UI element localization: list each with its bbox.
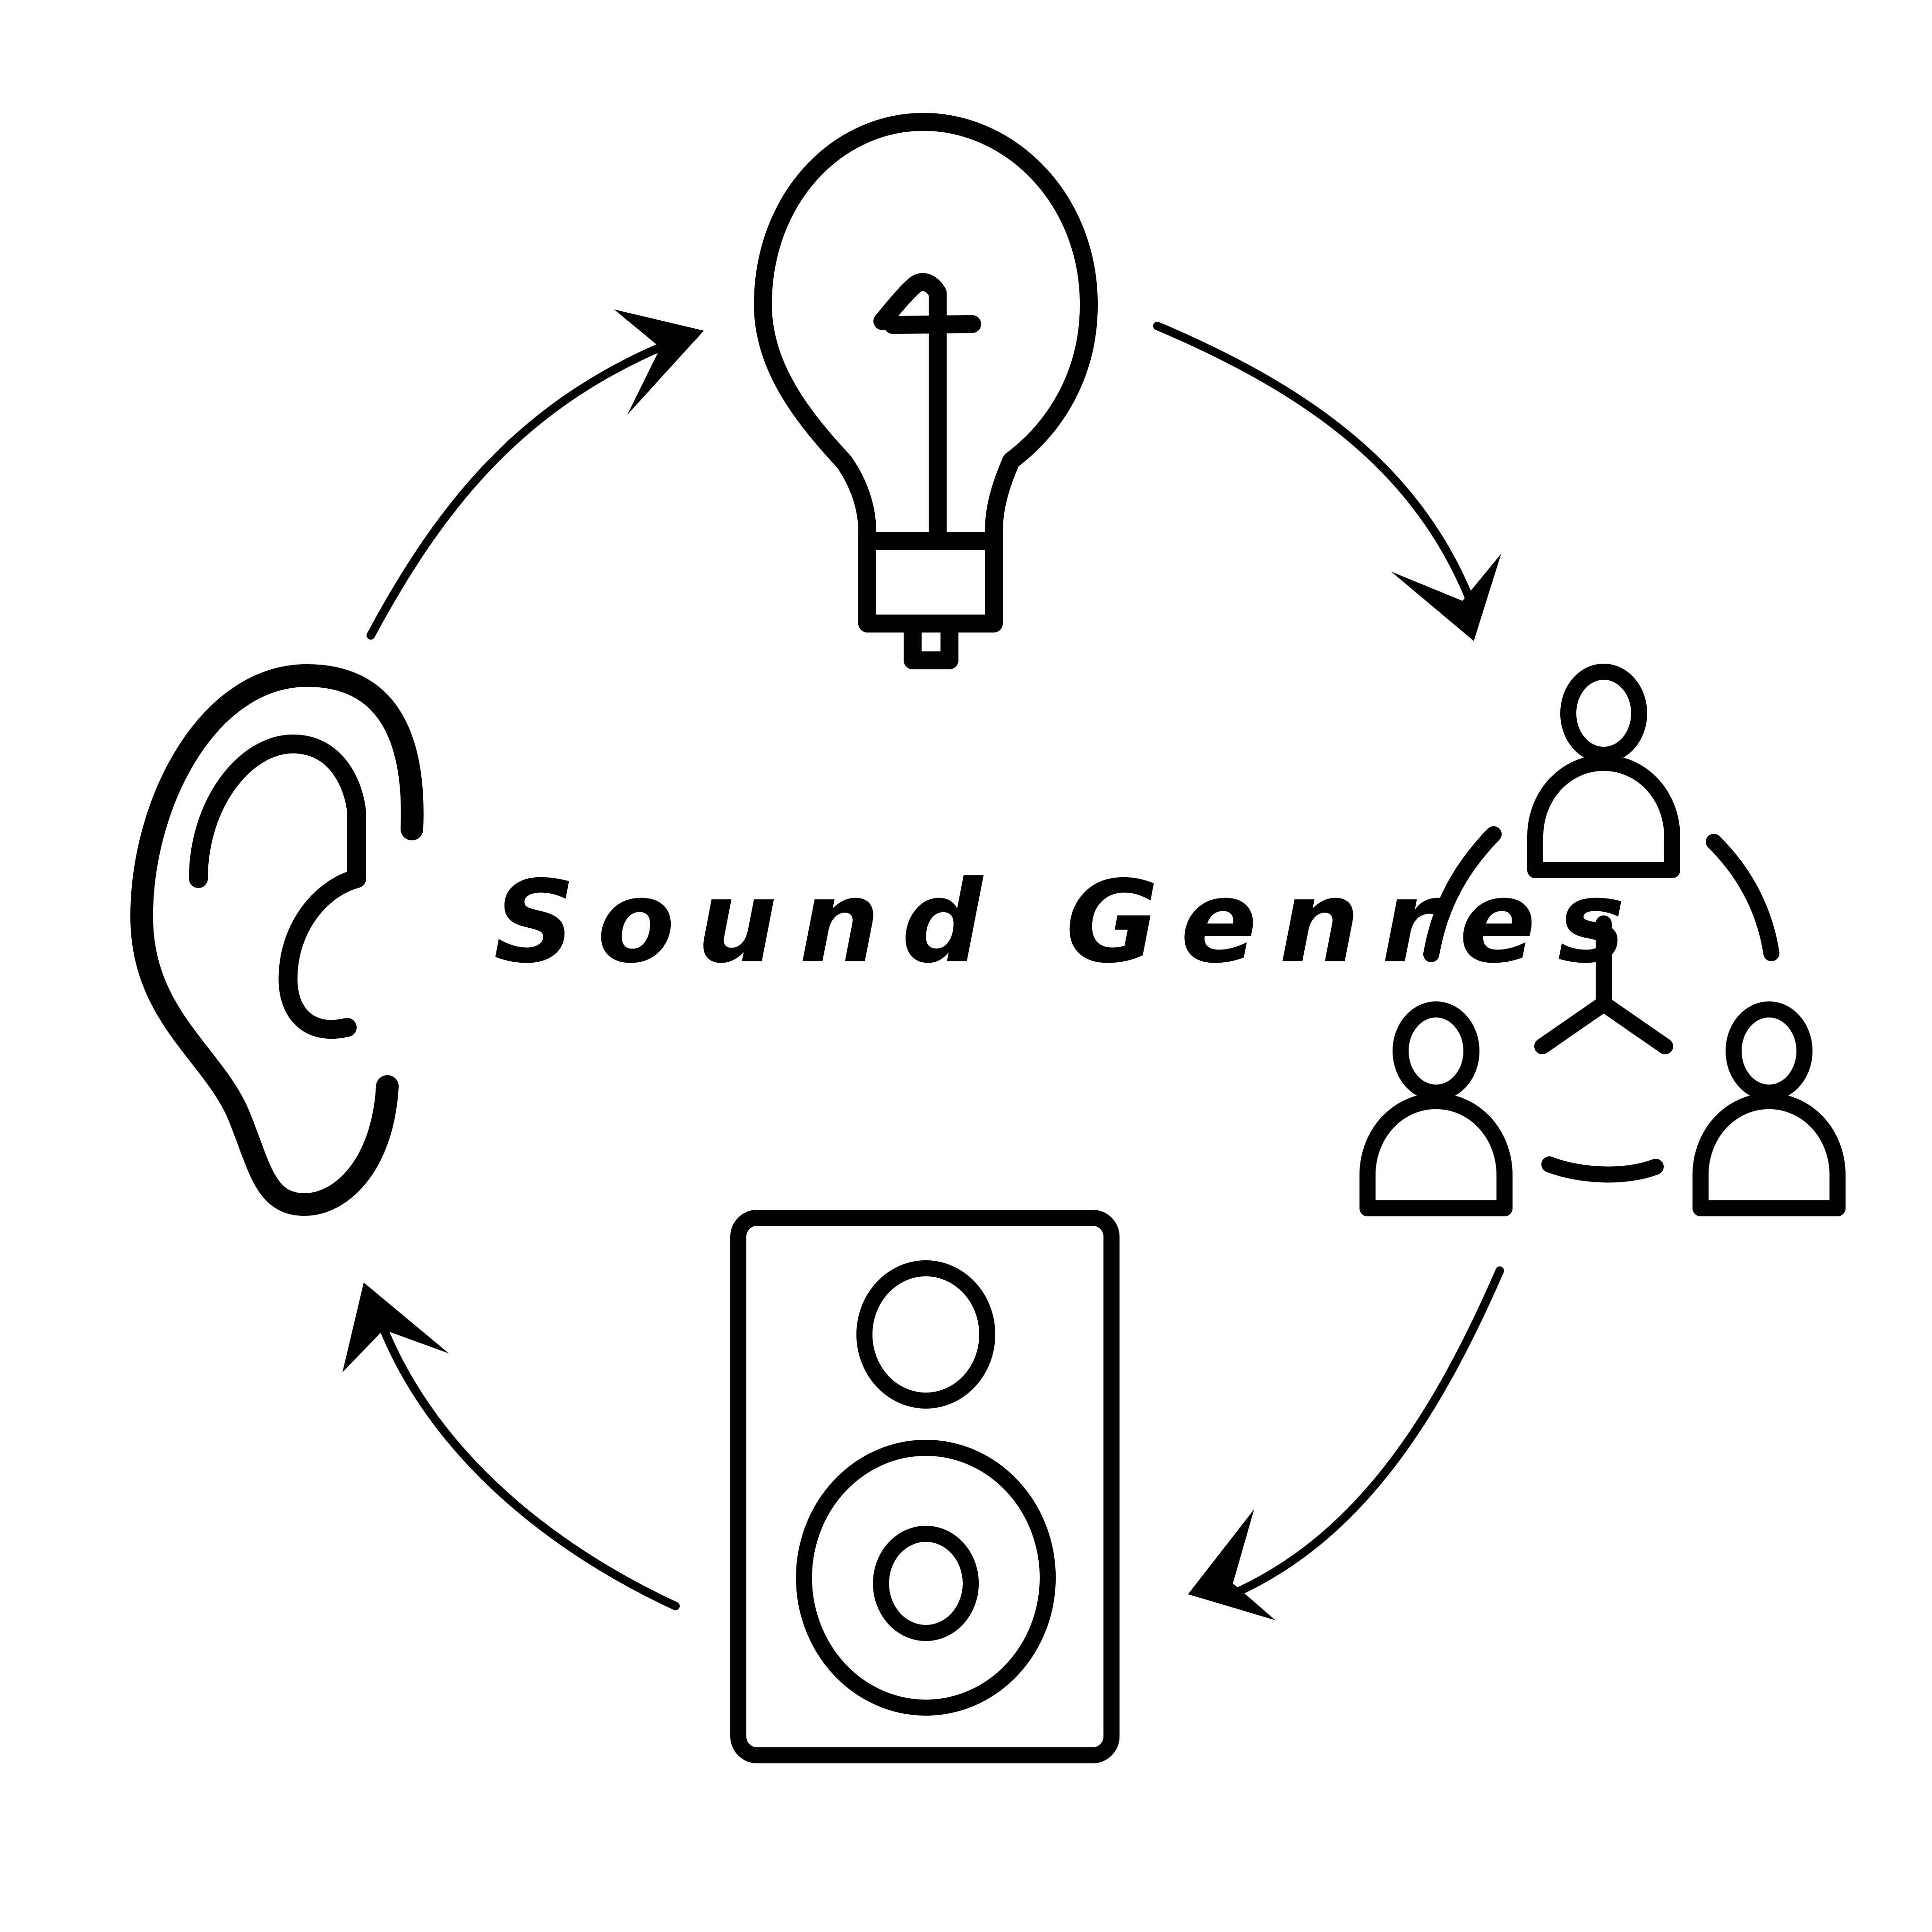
ear-icon xyxy=(130,664,424,1216)
person-top-body xyxy=(1527,755,1680,878)
person-left xyxy=(1393,1001,1479,1101)
person-left-body xyxy=(1359,1093,1513,1216)
arrow-speaker-to-ear-head xyxy=(342,1282,449,1372)
arrow-lightbulb-to-people-head xyxy=(1391,554,1501,641)
connector-arc-left xyxy=(1423,826,1502,962)
arrow-people-to-speaker-head xyxy=(1188,1509,1275,1620)
people-network-icon xyxy=(1359,664,1846,1216)
person-right-body xyxy=(1693,1093,1846,1216)
arrow-ear-to-lightbulb xyxy=(367,341,670,640)
connector-arc-bottom xyxy=(1541,1156,1664,1183)
person-right xyxy=(1726,1001,1812,1101)
cycle-arrows xyxy=(342,309,1504,1620)
speaker-icon xyxy=(730,1210,1120,1763)
connector-tripod xyxy=(1534,915,1673,1054)
lightbulb-icon xyxy=(754,113,1098,669)
diagram-title: Sound Genres xyxy=(494,856,1647,988)
arrow-lightbulb-to-people xyxy=(1153,322,1478,614)
arrow-people-to-speaker xyxy=(1233,1266,1504,1596)
arrow-ear-to-lightbulb-head xyxy=(614,309,704,415)
connector-arc-right xyxy=(1706,834,1779,961)
arrow-speaker-to-ear xyxy=(381,1328,680,1610)
person-top xyxy=(1560,664,1647,763)
